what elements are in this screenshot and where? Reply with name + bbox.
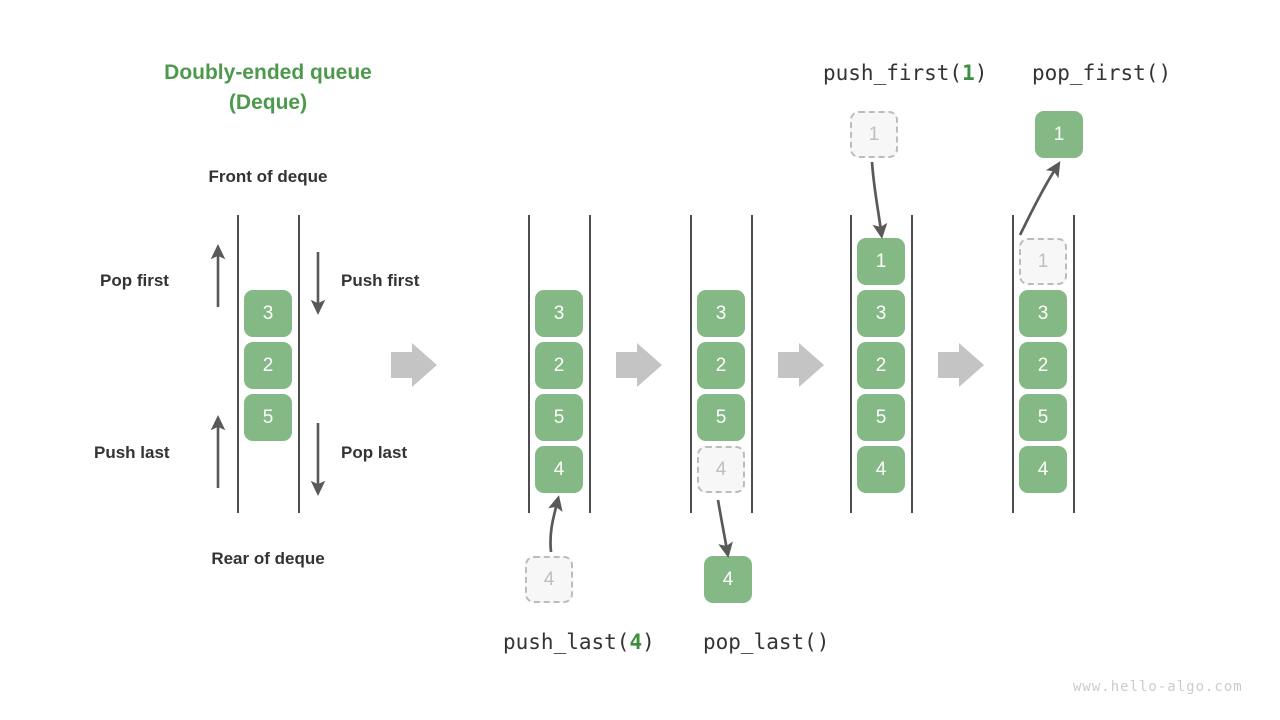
node-box: 5: [1019, 394, 1067, 441]
title-line-1: Doubly-ended queue: [164, 61, 372, 84]
front-of-deque-label: Front of deque: [208, 167, 328, 186]
op-close: ): [1158, 61, 1172, 85]
op-close: ): [642, 630, 655, 654]
op-name: push_first(: [823, 61, 963, 85]
node-box: 3: [697, 290, 745, 337]
panel-pop-last-rail-right: [751, 215, 753, 513]
op-name: pop_last(: [703, 630, 817, 654]
node-box: 3: [535, 290, 583, 337]
node-box: 5: [535, 394, 583, 441]
node-box: 2: [1019, 342, 1067, 389]
panel-push-last-rail-right: [589, 215, 591, 513]
node-box: 2: [697, 342, 745, 389]
flow-arrow-2: [616, 343, 662, 387]
panel-push-first-rail-left: [850, 215, 852, 513]
op-name: push_last(: [503, 630, 630, 654]
op-name: pop_first(: [1032, 61, 1159, 85]
op-close: ): [974, 61, 988, 85]
page-title: Doubly-ended queue (Deque): [145, 58, 391, 118]
op-arg: 1: [962, 61, 975, 85]
panel-initial-rail-left: [237, 215, 239, 513]
push-first-label: Push first: [341, 271, 420, 290]
removed-node-ghost: 4: [697, 446, 745, 493]
op-label-pop-last: pop_last(): [703, 629, 829, 655]
panel-pop-last-rail-left: [690, 215, 692, 513]
node-box: 4: [857, 446, 905, 493]
incoming-node-ghost: 4: [525, 556, 573, 603]
push-first-insert-arrow: [870, 161, 888, 240]
panel-pop-first-rail-left: [1012, 215, 1014, 513]
node-box: 1: [857, 238, 905, 285]
node-box: 4: [1019, 446, 1067, 493]
title-line-2: (Deque): [228, 91, 308, 114]
outgoing-node: 1: [1035, 111, 1083, 158]
op-label-push-first: push_first(1): [823, 60, 987, 86]
panel-initial-rail-right: [298, 215, 300, 513]
panel-push-last-rail-left: [528, 215, 530, 513]
removed-node-ghost: 1: [1019, 238, 1067, 285]
node-box: 3: [1019, 290, 1067, 337]
watermark: www.hello-algo.com: [1073, 679, 1243, 695]
node-box: 4: [535, 446, 583, 493]
op-arg: 4: [629, 630, 643, 654]
node-box: 2: [535, 342, 583, 389]
rear-of-deque-label: Rear of deque: [211, 549, 325, 568]
node-box: 5: [697, 394, 745, 441]
pop-first-label: Pop first: [100, 271, 169, 290]
op-label-push-last: push_last(4): [503, 629, 655, 655]
flow-arrow-1: [391, 343, 437, 387]
push-last-insert-arrow: [548, 495, 563, 553]
node-box: 3: [244, 290, 292, 337]
node-box: 5: [857, 394, 905, 441]
op-label-pop-first: pop_first(): [1032, 60, 1171, 86]
panel-push-first-rail-right: [911, 215, 913, 513]
node-box: 5: [244, 394, 292, 441]
node-box: 3: [857, 290, 905, 337]
flow-arrow-3: [778, 343, 824, 387]
panel-pop-first-rail-right: [1073, 215, 1075, 513]
pop-last-label: Pop last: [341, 443, 408, 462]
node-box: 2: [244, 342, 292, 389]
pop-first-remove-arrow: [1018, 161, 1061, 236]
op-close: ): [816, 630, 830, 654]
pop-last-remove-arrow: [716, 499, 733, 558]
incoming-node-ghost: 1: [850, 111, 898, 158]
node-box: 2: [857, 342, 905, 389]
push-last-label: Push last: [94, 443, 170, 462]
flow-arrow-4: [938, 343, 984, 387]
outgoing-node: 4: [704, 556, 752, 603]
